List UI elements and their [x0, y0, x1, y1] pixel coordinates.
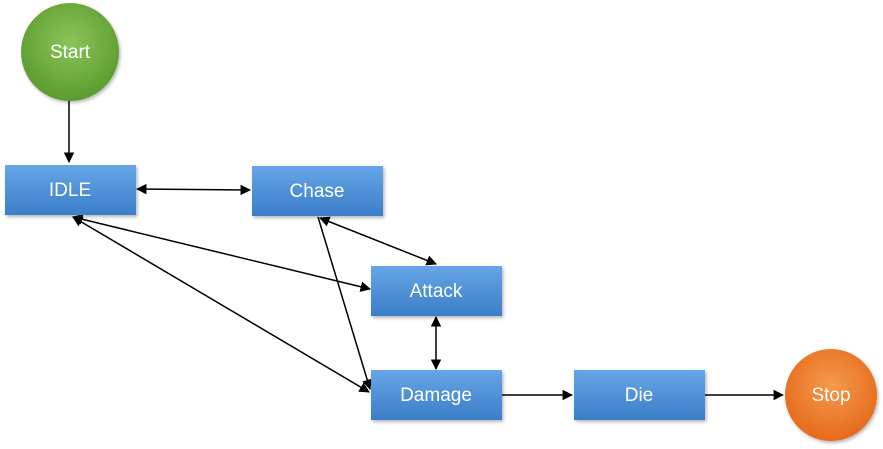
- die-box: [574, 370, 705, 420]
- edge-chase-attack: [319, 216, 437, 266]
- chase-box: [252, 166, 383, 216]
- nodes-group: Start IDLE Chase Attack Damage Die Stop: [5, 3, 877, 441]
- node-label-die: Die: [625, 385, 654, 406]
- node-label-damage: Damage: [400, 385, 472, 406]
- node-stop: Stop: [785, 349, 877, 441]
- start-circle: [21, 3, 119, 101]
- node-chase: Chase: [252, 166, 383, 216]
- stop-circle: [785, 349, 877, 441]
- idle-box: [5, 165, 136, 215]
- node-die: Die: [574, 370, 705, 420]
- node-label-idle: IDLE: [49, 180, 91, 201]
- node-attack: Attack: [371, 266, 502, 316]
- node-idle: IDLE: [5, 165, 136, 215]
- edge-idle-chase: [135, 183, 252, 196]
- node-start: Start: [21, 3, 119, 101]
- damage-box: [371, 370, 502, 420]
- attack-box: [371, 266, 502, 316]
- node-label-attack: Attack: [410, 281, 463, 302]
- edge-idle-attack: [71, 214, 372, 292]
- edges-group: [63, 100, 785, 401]
- edge-idle-damage: [72, 216, 370, 393]
- node-label-start: Start: [50, 42, 91, 63]
- node-label-chase: Chase: [290, 181, 345, 202]
- node-damage: Damage: [371, 370, 502, 420]
- node-label-stop: Stop: [811, 385, 850, 406]
- edge-chase-damage: [317, 216, 373, 391]
